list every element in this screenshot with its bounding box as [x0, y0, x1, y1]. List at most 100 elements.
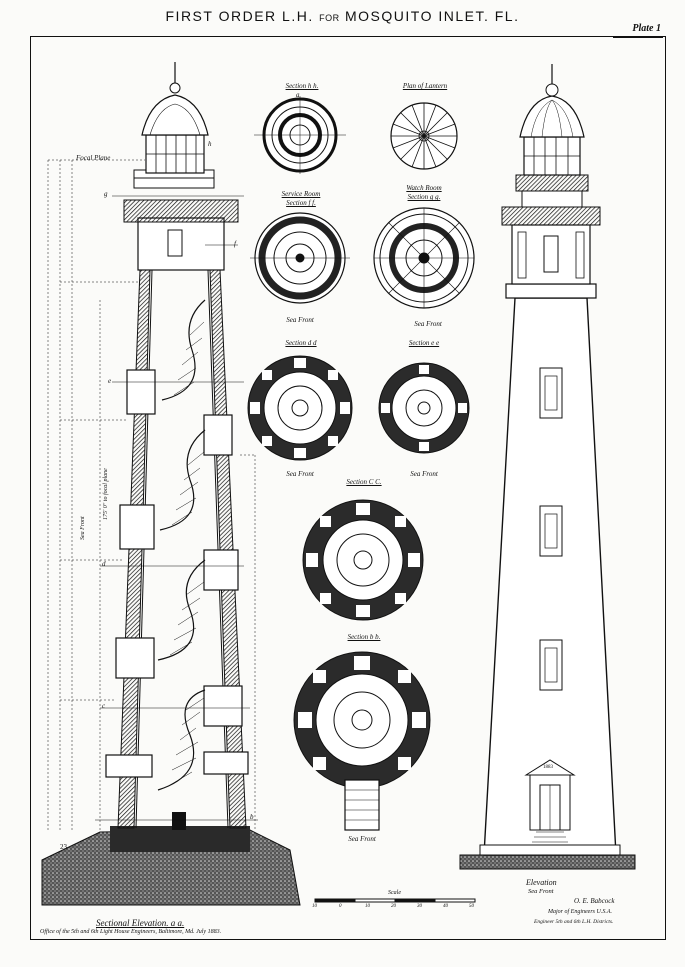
section-cc-drawing — [302, 499, 424, 621]
plate-underline — [613, 37, 663, 38]
label-sea-front-ff: Sea Front — [286, 316, 314, 324]
letter-f: f — [234, 240, 236, 248]
dome-inner-line — [149, 103, 201, 136]
exterior-elevation — [459, 64, 636, 870]
ventilator-ball — [169, 82, 181, 94]
landing-left-4 — [126, 369, 156, 415]
lantern-base — [521, 190, 583, 208]
scale-tick-3: 20 — [391, 904, 396, 909]
right-caption: Elevation — [526, 878, 557, 887]
stair-flight-2 — [157, 559, 206, 661]
dome-rib-1 — [530, 99, 553, 138]
title-for: FOR — [319, 13, 340, 23]
lantern-dome — [141, 94, 209, 136]
label-sea-front-dd: Sea Front — [286, 470, 314, 478]
watch-room-window — [167, 229, 183, 257]
pilaster-right — [575, 231, 585, 279]
scale-tick-0: 10 — [312, 904, 317, 909]
pilaster-left — [517, 231, 527, 279]
label-sea-front-gg: Sea Front — [414, 320, 442, 328]
signature-line2: Engineer 5th and 6th L.H. Districts. — [534, 919, 614, 925]
landing-left-1 — [105, 754, 153, 778]
scale-tick-6: 50 — [469, 904, 474, 909]
gallery-deck — [123, 199, 239, 223]
tower-plinth — [479, 844, 621, 856]
left-caption: Sectional Elevation. a a. — [96, 918, 185, 928]
label-watch-room: Watch Room — [406, 184, 442, 192]
letter-g: g — [104, 190, 108, 198]
stair-flight-1 — [157, 689, 206, 791]
label-service-room: Service Room — [281, 190, 321, 198]
axis-a-hh: a — [296, 91, 300, 99]
section-ee-drawing — [378, 362, 470, 454]
office-credit: Office of the 5th and 6th Light House En… — [40, 929, 222, 935]
scale-tick-4: 30 — [417, 904, 422, 909]
foundation-base — [110, 826, 250, 852]
window-2-sash — [544, 513, 558, 549]
scale-tick-2: 10 — [365, 904, 370, 909]
window-3-sash — [544, 647, 558, 683]
signature-name: O. E. Babcock — [574, 897, 615, 905]
dome-rib-2 — [541, 99, 553, 138]
marker-number: 23 — [60, 843, 67, 851]
label-service-room-sub: Section f f. — [286, 199, 316, 207]
dome-rib-3 — [551, 99, 563, 138]
service-room-drawing — [250, 212, 350, 304]
landing-right-2 — [203, 685, 243, 727]
section-bb-drawing — [293, 651, 431, 831]
ground-band — [459, 854, 636, 870]
watch-window-exterior — [543, 235, 559, 273]
door-date: 1883 — [543, 765, 553, 770]
plan-lantern-drawing — [390, 102, 458, 170]
tower-window-1 — [539, 367, 563, 419]
main-gallery-railing — [501, 206, 601, 226]
entrance-stair — [344, 779, 380, 831]
letter-b: b — [250, 813, 254, 821]
label-sea-front-ee: Sea Front — [410, 470, 438, 478]
window-1-sash — [544, 375, 558, 411]
landing-left-2 — [115, 637, 155, 679]
focal-plane-label: Focal Plane — [76, 154, 111, 162]
drawing-frame — [30, 36, 666, 940]
label-sea-front-bb: Sea Front — [348, 835, 376, 843]
vertical-dimension-text: 175' 0" to focal plane — [103, 468, 109, 520]
stair-flight-4 — [161, 299, 206, 401]
lantern-dome-exterior — [519, 95, 585, 138]
right-inner-line — [207, 269, 229, 829]
stair-treads-1 — [169, 697, 205, 786]
plate-title: FIRST ORDER L.H. FOR MOSQUITO INLET. FL. — [0, 8, 685, 24]
landing-left-3 — [119, 504, 155, 550]
section-hh-drawing — [254, 96, 346, 174]
right-outer-wall — [209, 269, 247, 829]
tower-window-3 — [539, 639, 563, 691]
stair-treads-3 — [171, 451, 205, 526]
plan-sections — [247, 96, 475, 831]
lantern-gallery-railing — [515, 174, 589, 192]
scale-label: Scale — [388, 890, 401, 896]
stair-treads-4 — [173, 321, 205, 396]
watch-room-drawing — [373, 207, 475, 309]
scale-bar — [314, 898, 476, 903]
letter-d: d — [102, 560, 106, 568]
sectional-elevation — [41, 62, 301, 906]
right-caption-sub: Sea Front — [528, 888, 554, 895]
landing-right-4 — [203, 414, 233, 456]
letter-h: h — [208, 140, 212, 148]
vertical-sea-front: Sea Front — [80, 516, 86, 540]
stair-flight-3 — [159, 429, 206, 531]
stair-treads-2 — [169, 581, 205, 656]
tower-cornice — [505, 283, 597, 299]
dome-rib-4 — [551, 99, 574, 138]
letter-c: c — [102, 702, 106, 710]
signature-line1: Major of Engineers U.S.A. — [548, 909, 612, 915]
label-watch-room-sub: Section g g. — [407, 193, 441, 201]
label-section-dd: Section d d — [285, 339, 317, 347]
label-section-hh: Section h h. — [285, 82, 319, 90]
landing-right-1 — [203, 751, 249, 775]
landing-right-3 — [203, 549, 239, 591]
scale-tick-1: 0 — [339, 904, 342, 909]
ventilator-ball-exterior — [545, 83, 559, 97]
title-place: MOSQUITO INLET. FL. — [344, 8, 520, 24]
